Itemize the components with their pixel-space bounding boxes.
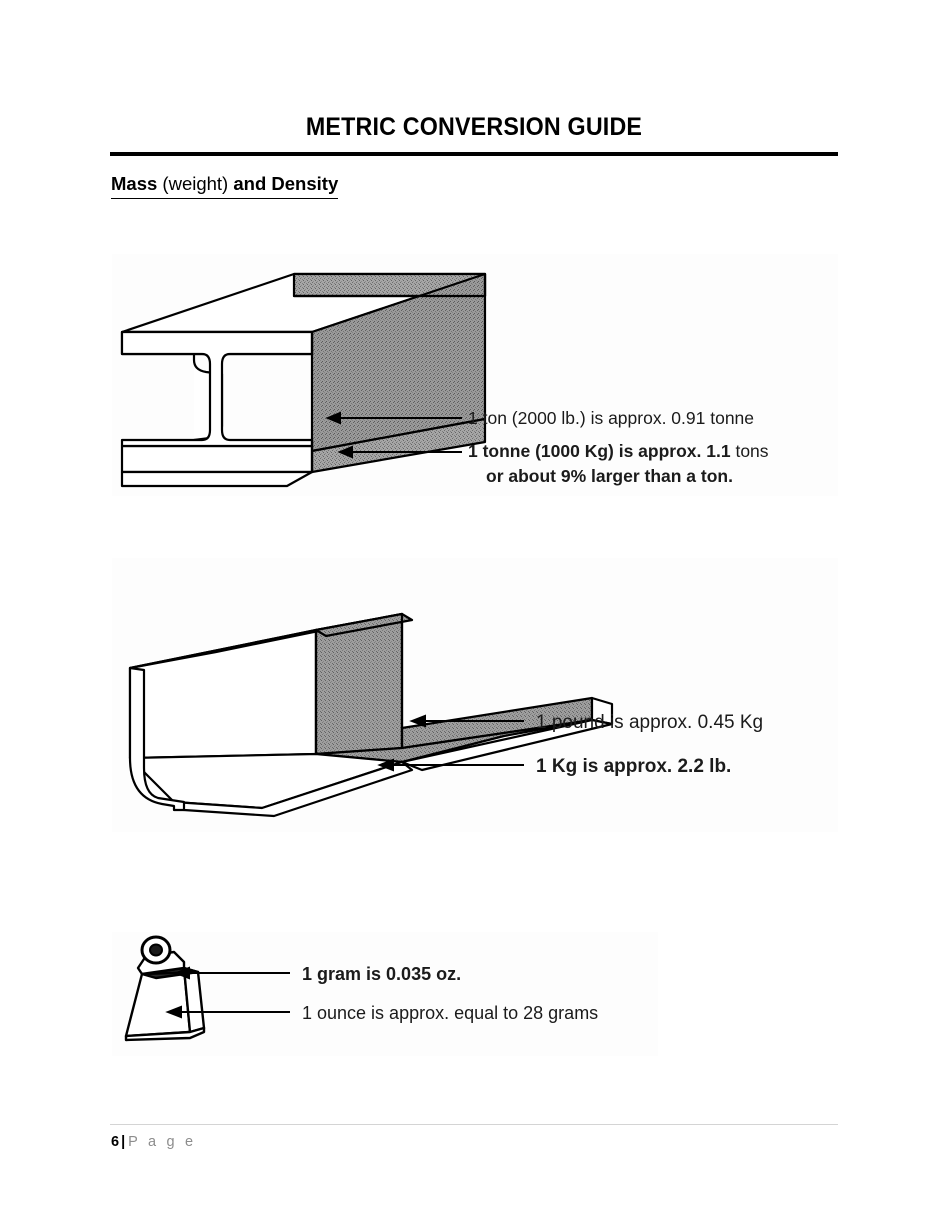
footer-divider-rule (110, 1124, 838, 1125)
page-title: METRIC CONVERSION GUIDE (305, 113, 643, 141)
footer-page-number: 6 (111, 1134, 120, 1150)
ibeam-bottom-flange-bottom-face (120, 470, 314, 488)
angle-iron-callout-text: 1 pound is approx. 0.45 Kg 1 Kg is appro… (536, 712, 763, 777)
callout-kg-to-pound: 1 Kg is approx. 2.2 lb. (536, 756, 731, 777)
weight-body-bottom-edge (124, 1026, 206, 1042)
i-beam-body (120, 272, 487, 488)
i-beam-figure: 1 ton (2000 lb.) is approx. 0.91 tonne 1… (112, 254, 838, 496)
section-heading-density: and Density (228, 173, 339, 194)
title-divider-rule (110, 152, 838, 156)
callout-ton-to-tonne: 1 ton (2000 lb.) is approx. 0.91 tonne (468, 408, 754, 428)
footer-page-indicator: 6|P a g e (111, 1132, 196, 1152)
callout-nine-percent: or about 9% larger than a ton. (486, 466, 733, 486)
callout-pound-to-kg: 1 pound is approx. 0.45 Kg (536, 712, 763, 733)
leader-arrowhead-1 (325, 411, 341, 425)
angle-iron-illustration: 1 pound is approx. 0.45 Kg 1 Kg is appro… (128, 612, 763, 818)
footer-separator: | (121, 1134, 126, 1150)
angle-horizontal-underside (400, 718, 614, 772)
callout-gram-to-oz: 1 gram is 0.035 oz. (302, 964, 461, 984)
weight-callout-text: 1 gram is 0.035 oz. 1 ounce is approx. e… (302, 964, 598, 1023)
callout-ounce-to-grams: 1 ounce is approx. equal to 28 grams (302, 1003, 598, 1023)
footer-page-word: P a g e (128, 1134, 197, 1150)
calibration-weight-figure: 1 gram is 0.035 oz. 1 ounce is approx. e… (112, 932, 658, 1056)
section-heading-weight: (weight) (157, 173, 229, 194)
calibration-weight-body (124, 950, 206, 1042)
leader-arrowhead-5 (173, 966, 190, 980)
i-beam-callout-leaders (325, 411, 462, 459)
i-beam-callout-text: 1 ton (2000 lb.) is approx. 0.91 tonne 1… (468, 408, 769, 486)
ibeam-left-end-profile (120, 330, 314, 448)
section-heading: Mass (weight) and Density (111, 172, 339, 199)
section-heading-mass: Mass (111, 173, 158, 194)
leader-arrowhead-2 (337, 445, 353, 459)
weight-ring-handle (140, 935, 172, 965)
angle-iron-figure: 1 pound is approx. 0.45 Kg 1 Kg is appro… (112, 558, 838, 832)
angle-left-end-profile (128, 666, 186, 812)
i-beam-illustration: 1 ton (2000 lb.) is approx. 0.91 tonne 1… (120, 272, 769, 488)
calibration-weight-illustration: 1 gram is 0.035 oz. 1 ounce is approx. e… (124, 935, 598, 1042)
callout-tonne-to-tons: 1 tonne (1000 Kg) is approx. 1.1 tons (468, 441, 769, 461)
angle-iron-callout-leaders (377, 714, 524, 772)
weight-callout-leaders (165, 966, 290, 1019)
ibeam-bottom-flange-front-face (120, 444, 314, 474)
angle-top-edge-shaded (314, 612, 414, 638)
leader-arrowhead-3 (409, 714, 426, 728)
leader-arrowhead-4 (377, 758, 394, 772)
leader-arrowhead-6 (165, 1005, 182, 1019)
